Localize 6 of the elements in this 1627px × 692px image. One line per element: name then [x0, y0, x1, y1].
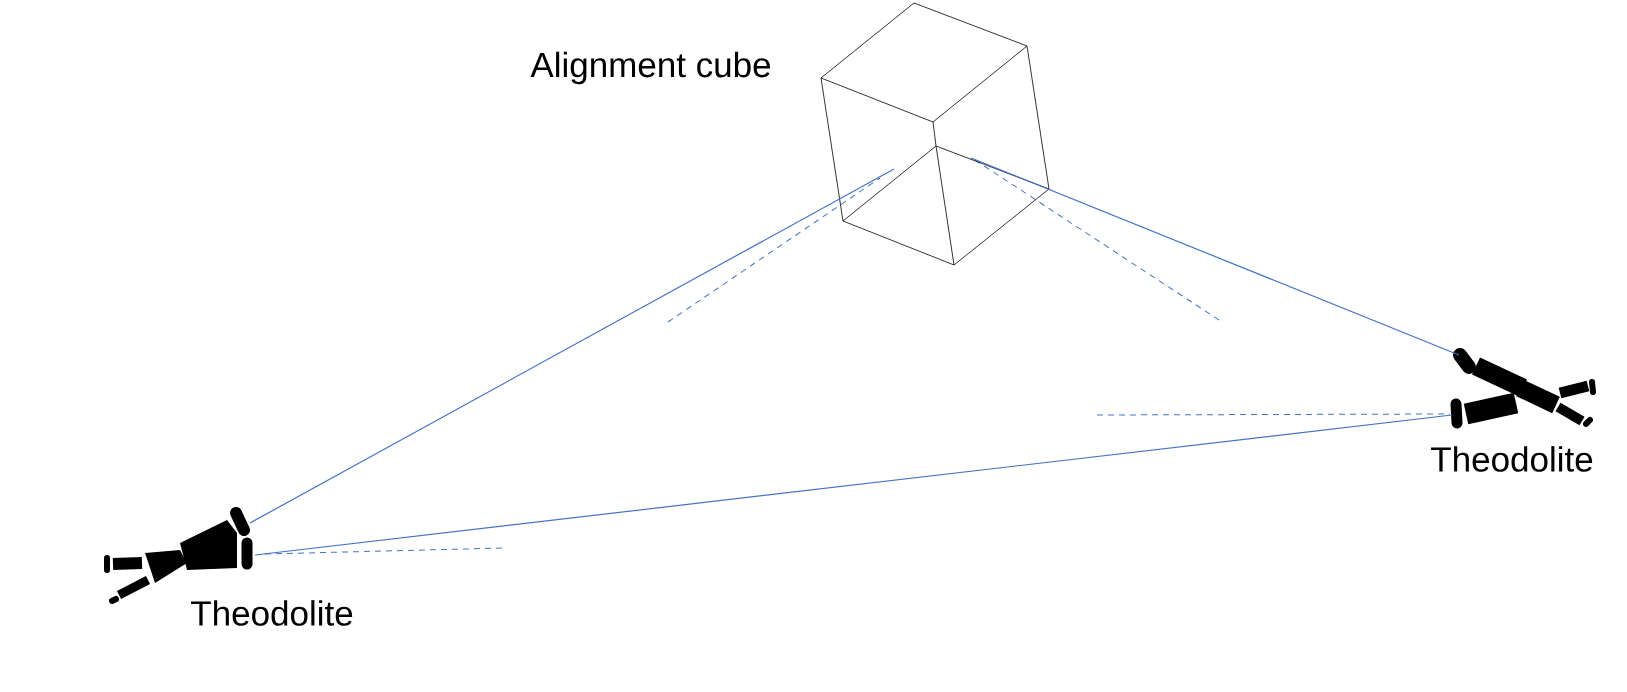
cube-label: Alignment cube: [530, 51, 770, 85]
sight-line: [254, 414, 1453, 556]
sight-line: [249, 168, 895, 524]
sight-line: [970, 157, 1460, 356]
theodolite-label: Theodolite: [1431, 446, 1593, 472]
theodolite-label: Theodolite: [191, 600, 353, 626]
